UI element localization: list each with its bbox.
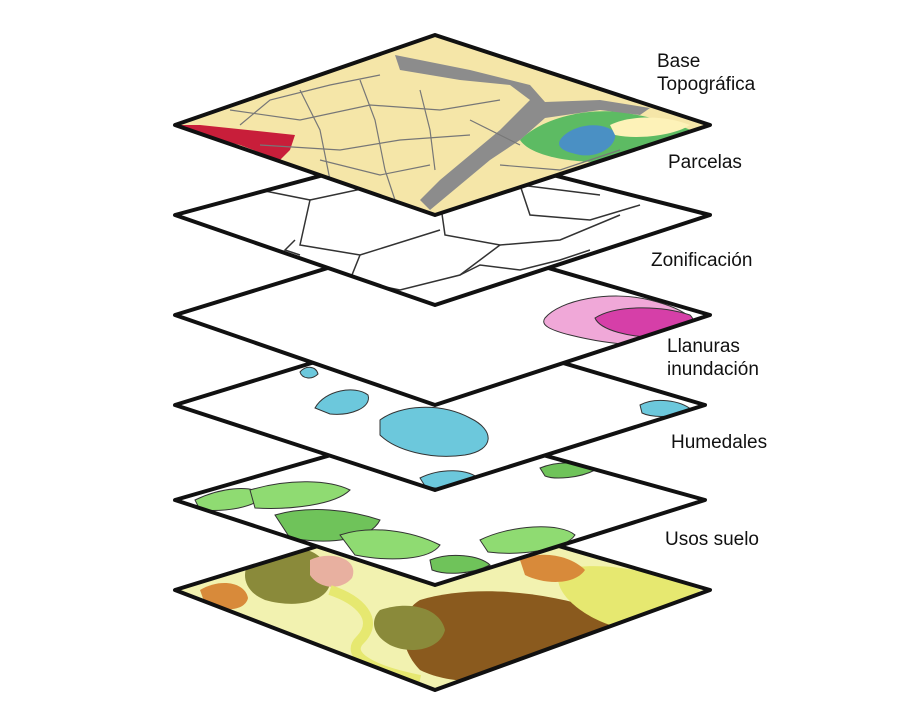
layer-base-topografica-plane <box>173 33 712 217</box>
wetland-blob-5 <box>299 366 319 379</box>
wetland-blob-1 <box>314 389 369 415</box>
layer-base-topografica-outline <box>173 33 712 217</box>
parcel-line-6 <box>283 239 301 256</box>
parcel-line-7 <box>459 249 591 276</box>
label-usos-suelo: Usos suelo <box>665 529 759 550</box>
parcel-line-4 <box>348 244 501 291</box>
wetland-blob-2 <box>379 406 489 457</box>
parcel-line-5 <box>519 184 641 221</box>
green-patch-4 <box>339 529 441 560</box>
layer-humedales-plane <box>173 423 707 587</box>
green-patch-2 <box>249 481 351 509</box>
parcel-line-1 <box>259 189 441 256</box>
soil-pink-region <box>310 555 354 587</box>
soil-orange-region-2 <box>520 554 585 582</box>
topo-pale-area <box>610 117 690 137</box>
topo-street-grid <box>229 74 621 201</box>
topo-road-main <box>395 55 650 210</box>
label-llanuras-inundacion: Llanuras inundación <box>667 336 759 380</box>
soil-olive-region-2 <box>374 605 445 650</box>
label-base-topografica: Base Topográfica <box>657 51 756 95</box>
label-parcelas: Parcelas <box>668 152 742 173</box>
green-patch-6 <box>429 555 491 574</box>
parcelas-base-fill <box>175 145 710 305</box>
label-humedales: Humedales <box>671 432 768 453</box>
label-zonificacion: Zonificación <box>651 250 753 271</box>
topo-blue-area <box>559 125 616 156</box>
